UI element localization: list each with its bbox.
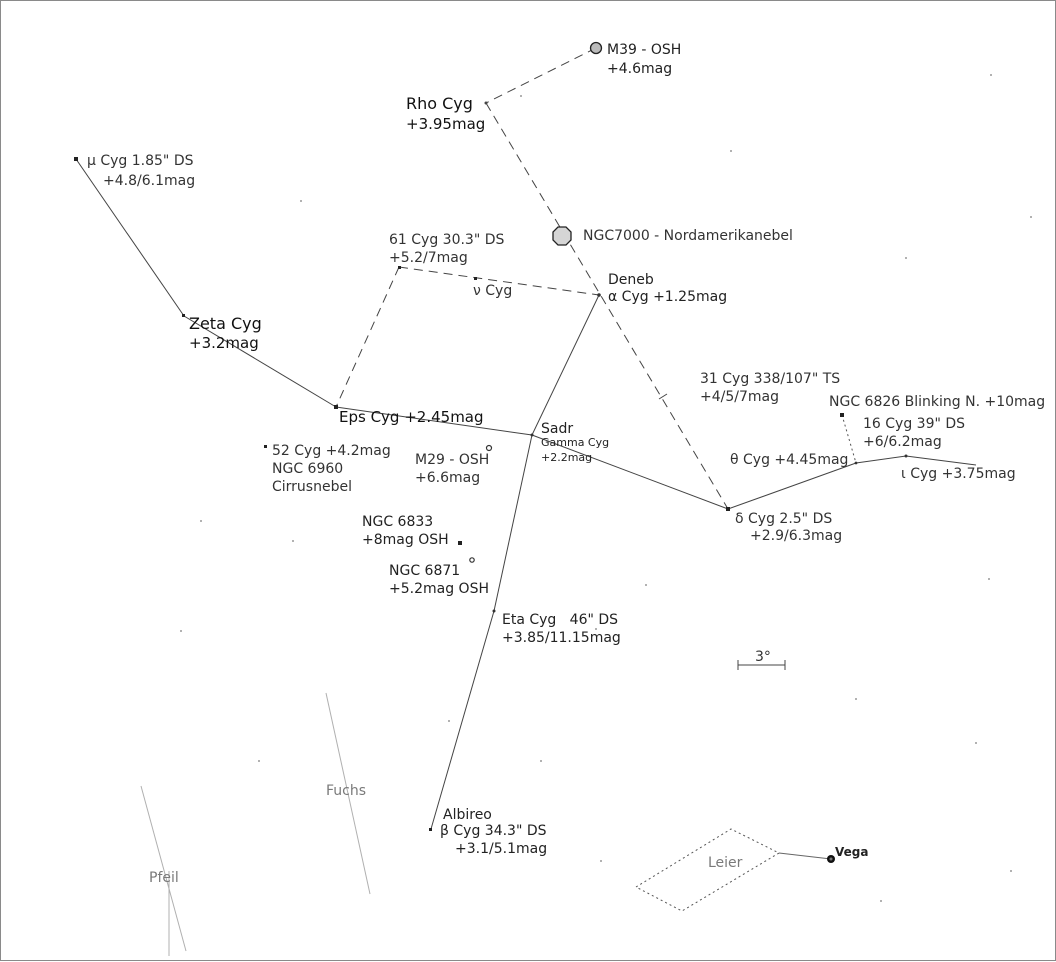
star-eta: [492, 609, 496, 613]
label-31cyg-2: +4/5/7mag: [700, 389, 779, 405]
line-mu-zeta: [75, 158, 185, 317]
line-deneb-sadr: [531, 294, 600, 436]
scale-bar: 3°: [737, 649, 786, 670]
scale-bar-label: 3°: [755, 649, 771, 665]
label-mu-1: μ Cyg 1.85" DS: [87, 153, 194, 169]
label-ngc7000: NGC7000 - Nordamerikanebel: [583, 228, 793, 244]
line-eta-albireo: [430, 610, 495, 830]
label-albireo-3: +3.1/5.1mag: [455, 841, 547, 857]
label-deneb-1: Deneb: [608, 272, 654, 288]
cygnus-figure-lines: [75, 158, 977, 830]
label-sadr-1: Sadr: [541, 421, 573, 437]
label-m39-1: M39 - OSH: [607, 42, 681, 58]
star-zeta: [182, 314, 185, 317]
dash-61-eps: [335, 266, 400, 408]
label-16cyg-2: +6/6.2mag: [863, 434, 942, 450]
fuchs-line-1: [325, 692, 371, 895]
dash-61-deneb: [398, 266, 600, 296]
label-52cyg-3: Cirrusnebel: [272, 479, 352, 495]
labels: M39 - OSH +4.6mag Rho Cyg +3.95mag μ Cyg…: [87, 42, 1045, 886]
label-nu: ν Cyg: [473, 283, 512, 299]
label-ngc6833-1: NGC 6833: [362, 514, 433, 530]
star-eps: [334, 405, 338, 409]
label-albireo-1: Albireo: [443, 807, 492, 823]
star-deneb: [597, 293, 601, 297]
label-rho-1: Rho Cyg: [406, 94, 473, 113]
label-fuchs: Fuchs: [326, 783, 366, 799]
label-eta-1: Eta Cyg 46" DS: [502, 612, 618, 628]
leier-vega-line: [778, 852, 832, 860]
line-eps-sadr: [335, 406, 533, 436]
label-ngc6871-2: +5.2mag OSH: [389, 581, 489, 597]
label-vega: Vega: [835, 845, 868, 859]
stars: [74, 41, 908, 863]
star-theta: [854, 461, 858, 465]
star-sadr: [530, 433, 534, 437]
label-ngc6871-1: NGC 6871: [389, 563, 460, 579]
label-52cyg-1: 52 Cyg +4.2mag: [272, 443, 391, 459]
line-zeta-eps: [183, 315, 337, 408]
label-61cyg-2: +5.2/7mag: [389, 250, 468, 266]
dash-m39-rho: [485, 47, 597, 104]
star-mu: [74, 157, 78, 161]
label-m29-1: M29 - OSH: [415, 452, 489, 468]
line-delta-theta: [727, 462, 857, 510]
dash-rho-delta: [485, 102, 729, 510]
label-ngc6833-2: +8mag OSH: [362, 532, 449, 548]
label-m29-2: +6.6mag: [415, 470, 480, 486]
dash-31-tick: [658, 393, 668, 400]
neighbor-constellations: [140, 692, 832, 956]
label-mu-2: +4.8/6.1mag: [103, 173, 195, 189]
label-52cyg-2: NGC 6960: [272, 461, 343, 477]
label-eps: Eps Cyg +2.45mag: [339, 408, 484, 426]
star-ngc6826: [840, 413, 844, 417]
label-deneb-2: α Cyg +1.25mag: [608, 289, 727, 305]
star-delta: [726, 507, 730, 511]
line-iota-end: [905, 455, 977, 466]
cluster-ngc6871: [469, 557, 475, 563]
pfeil-line-1: [140, 785, 187, 952]
label-sadr-2: Gamma Cyg: [541, 436, 609, 449]
label-theta: θ Cyg +4.45mag: [730, 452, 848, 468]
label-sadr-3: +2.2mag: [541, 451, 592, 464]
label-eta-2: +3.85/11.15mag: [502, 630, 621, 646]
line-theta-iota: [855, 455, 907, 464]
label-16cyg-1: 16 Cyg 39" DS: [863, 416, 965, 432]
label-iota: ι Cyg +3.75mag: [901, 466, 1016, 482]
line-sadr-eta: [493, 434, 533, 612]
label-pfeil: Pfeil: [149, 870, 179, 886]
label-m39-2: +4.6mag: [607, 61, 672, 77]
label-delta-1: δ Cyg 2.5" DS: [735, 511, 832, 527]
dot-ngc6826-16cyg: [841, 414, 857, 464]
label-rho-2: +3.95mag: [406, 115, 485, 133]
label-61cyg-1: 61 Cyg 30.3" DS: [389, 232, 505, 248]
line-sadr-delta: [531, 434, 729, 510]
cygnus-dashed-lines: [335, 47, 857, 510]
label-ngc6826: NGC 6826 Blinking N. +10mag: [829, 394, 1045, 410]
star-61cyg: [398, 266, 401, 269]
star-52cyg: [264, 445, 267, 448]
star-albireo: [429, 828, 432, 831]
star-rho: [484, 101, 488, 105]
star-nu: [474, 277, 477, 280]
label-delta-2: +2.9/6.3mag: [750, 528, 842, 544]
label-zeta-1: Zeta Cyg: [189, 314, 262, 333]
label-albireo-2: β Cyg 34.3" DS: [440, 823, 547, 839]
label-31cyg-1: 31 Cyg 338/107" TS: [700, 371, 840, 387]
cluster-m39: [589, 41, 603, 55]
label-zeta-2: +3.2mag: [189, 334, 259, 352]
cluster-ngc6833: [458, 541, 462, 545]
nebula-ngc7000: [552, 226, 572, 246]
background-stars: [180, 74, 1032, 902]
cluster-m29: [485, 444, 493, 452]
label-leier: Leier: [708, 855, 743, 871]
leier-figure: [634, 828, 781, 912]
star-iota: [904, 454, 908, 458]
